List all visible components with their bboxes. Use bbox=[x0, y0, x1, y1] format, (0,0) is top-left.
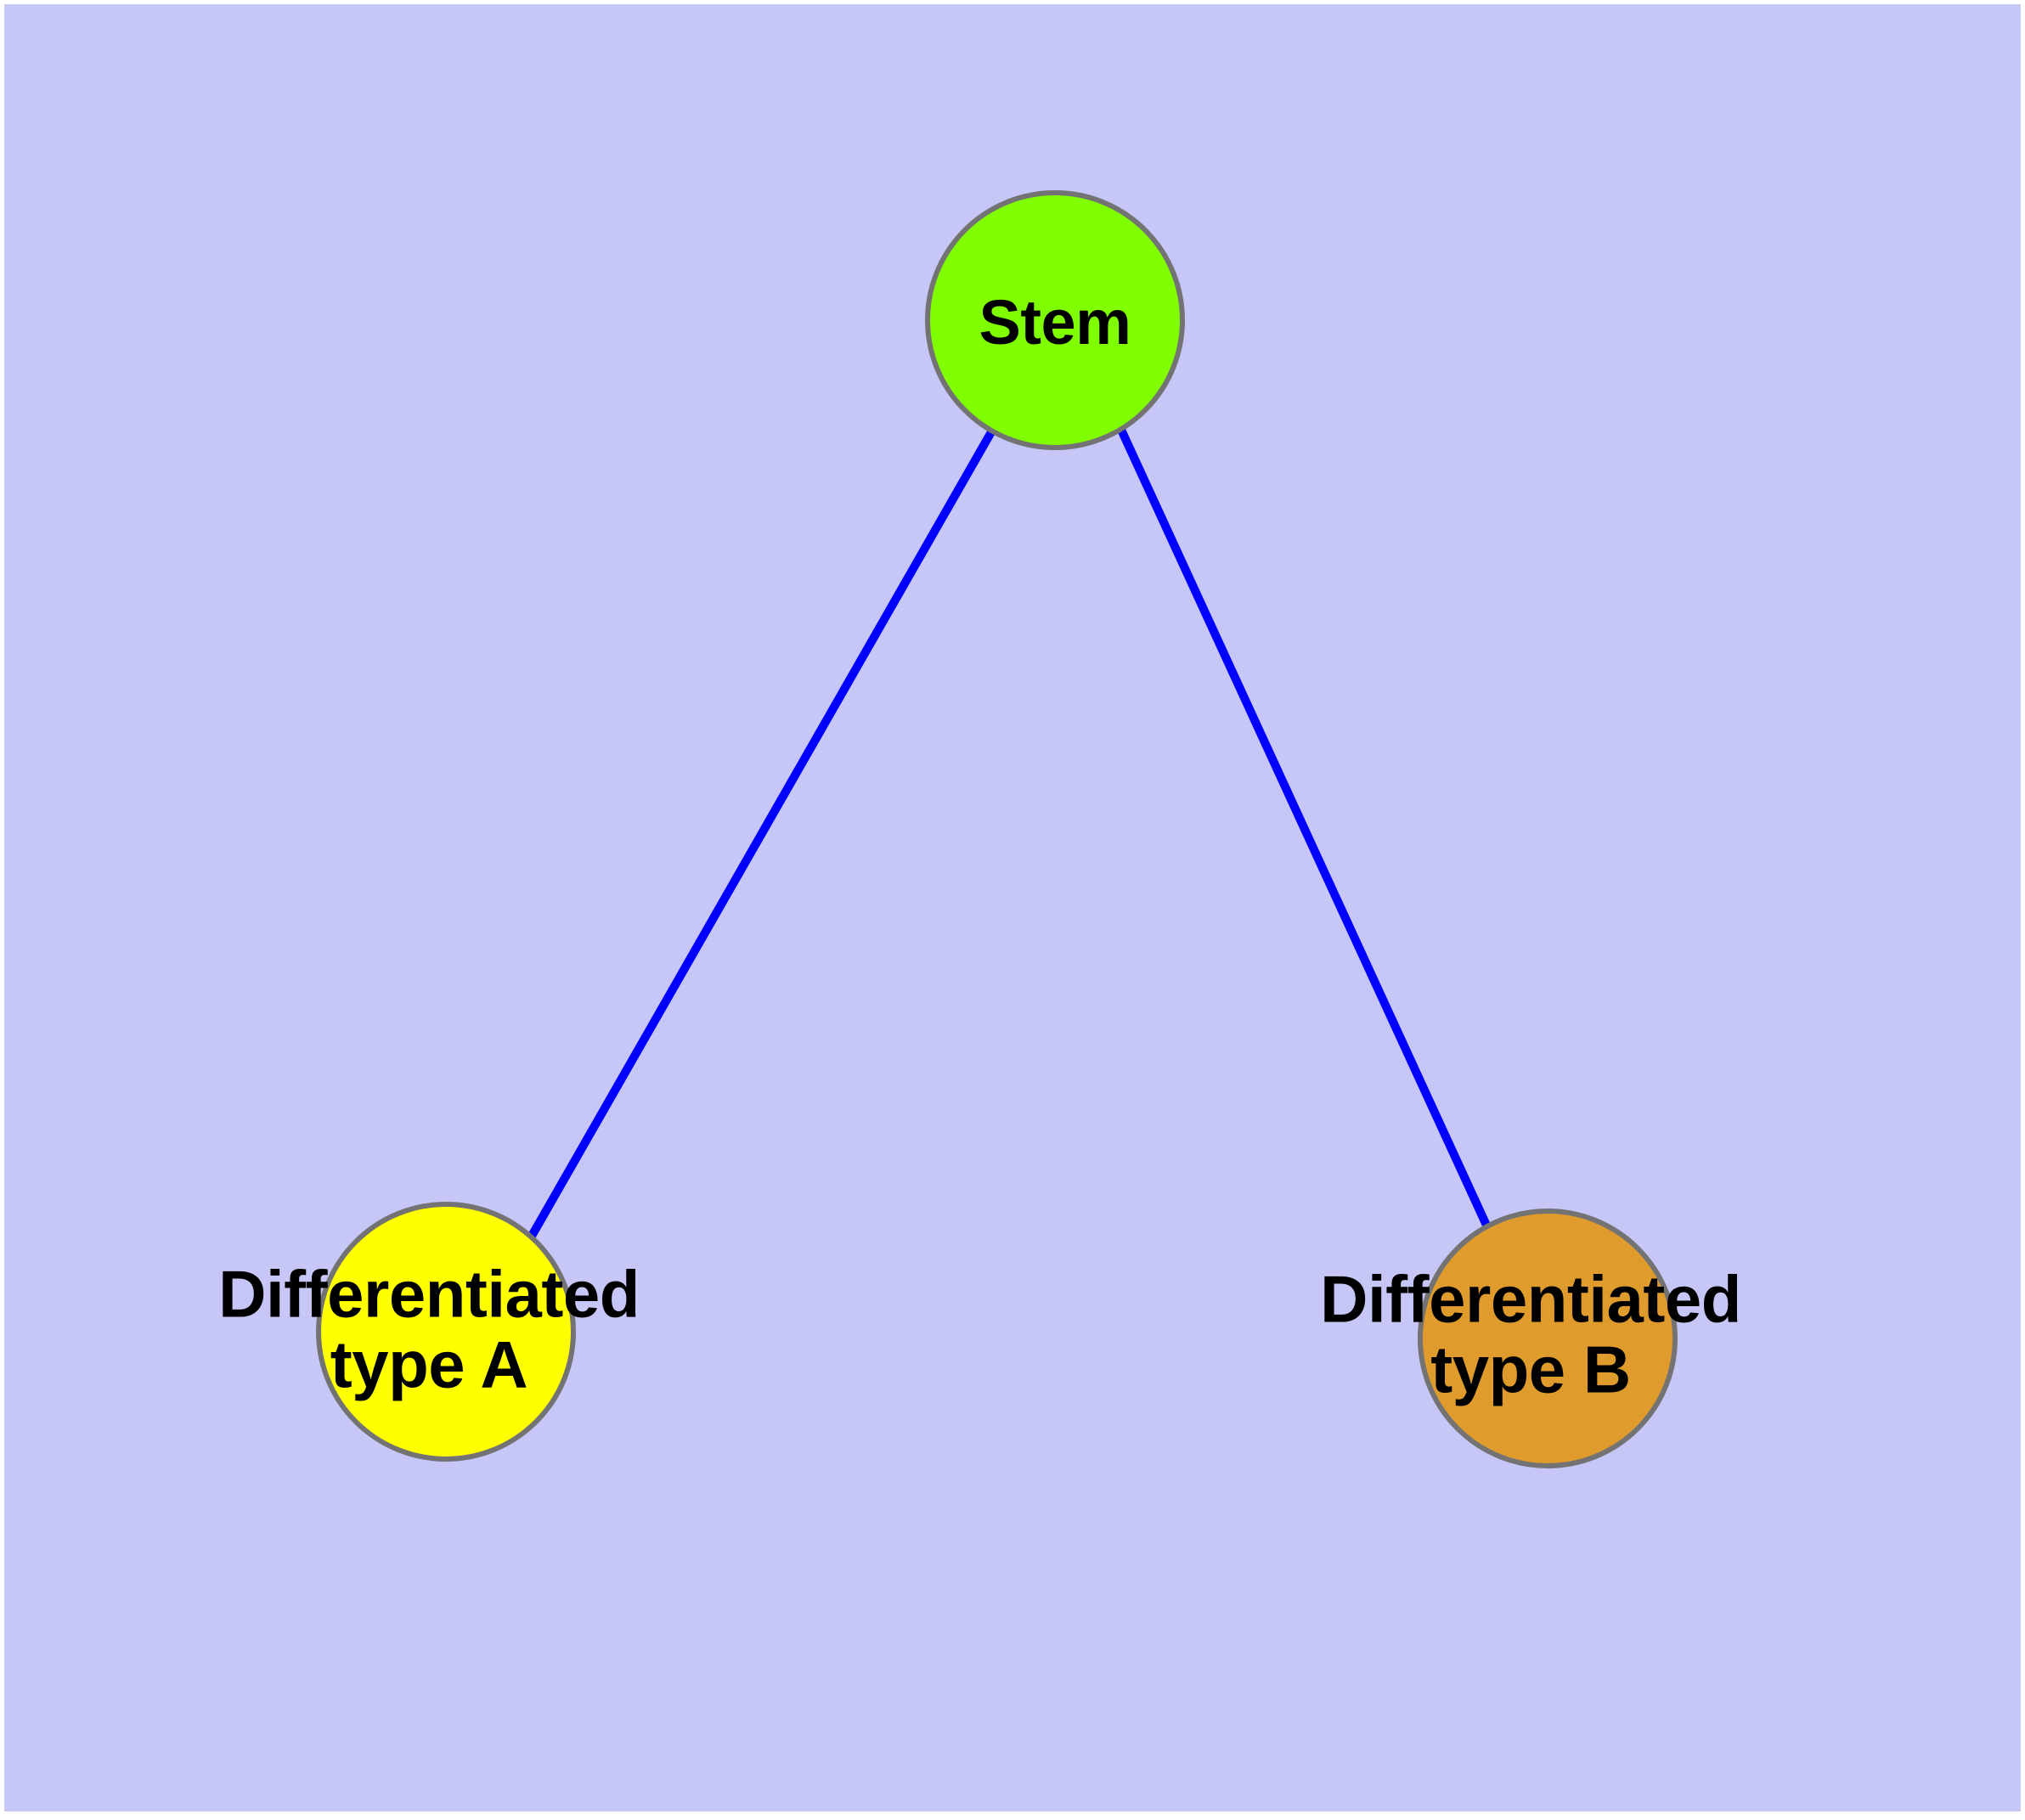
graph-node-diff-type-a[interactable] bbox=[316, 1202, 576, 1462]
graph-svg bbox=[316, 190, 1678, 1468]
graph-edge-stem-to-diff-type-a[interactable] bbox=[527, 428, 996, 1240]
graph-edge-stem-to-diff-type-b[interactable] bbox=[1117, 427, 1492, 1231]
nodes-layer bbox=[316, 190, 1678, 1468]
graph-node-stem[interactable] bbox=[925, 190, 1185, 450]
edges-layer bbox=[527, 427, 1492, 1240]
graph-node-diff-type-b[interactable] bbox=[1418, 1209, 1678, 1468]
